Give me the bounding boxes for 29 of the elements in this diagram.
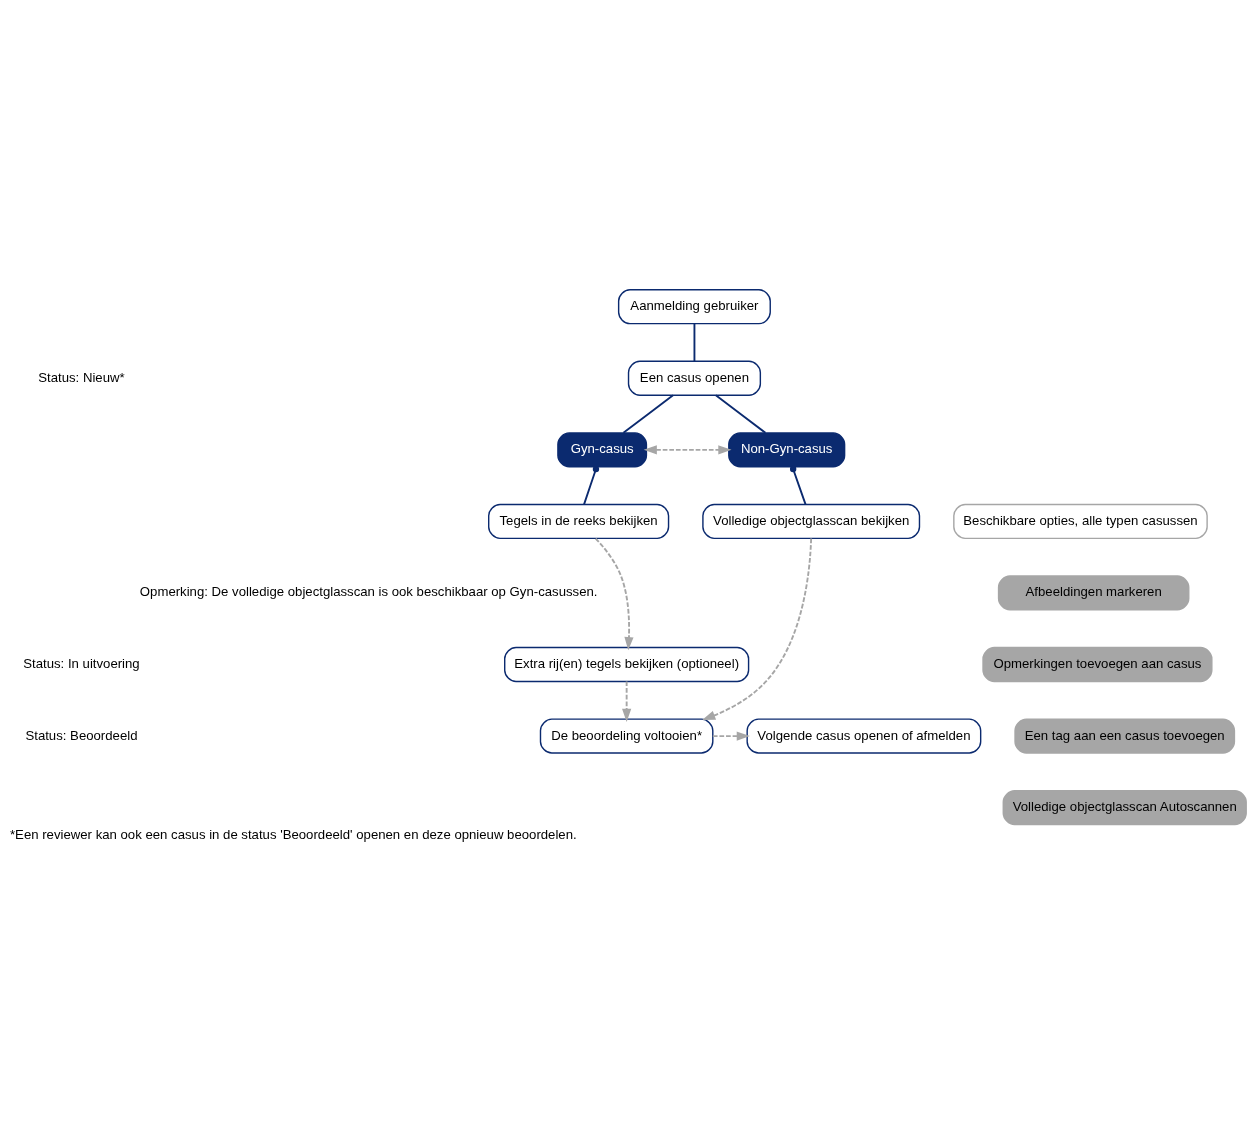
- arrow: [622, 680, 632, 722]
- label: Status: In uitvoering: [23, 655, 140, 671]
- node-box: Beschikbare opties, alle typen casussen: [953, 503, 1208, 539]
- caption: *Een reviewer kan ook een casus in de status 'Beoordeeld' openen en deze opnieuw beoordelen.: [9, 826, 577, 842]
- node-box: Extra rij(en) tegels bekijken (optioneel): [504, 646, 750, 682]
- node-box: Gyn-casus: [557, 431, 648, 467]
- arrow: [594, 537, 634, 650]
- node-box: Afbeeldingen markeren: [997, 574, 1190, 611]
- connector: [583, 465, 600, 505]
- arrow: [711, 730, 750, 741]
- connector: [693, 322, 696, 362]
- label: Status: Nieuw*: [38, 369, 125, 385]
- node-box: Een casus openen: [627, 360, 762, 396]
- node-box: Opmerkingen toevoegen aan casus: [982, 646, 1213, 682]
- node-box: Non-Gyn-casus: [728, 431, 846, 467]
- connector: [789, 465, 807, 505]
- node-box: Aanmelding gebruiker: [617, 288, 771, 324]
- label: Opmerking: De volledige objectglasscan is ook beschikbaar op Gyn-casussen.: [139, 583, 598, 599]
- label: Status: Beoordeeld: [25, 727, 138, 743]
- connector: [714, 393, 767, 434]
- node-box: Tegels in de reeks bekijken: [488, 503, 670, 539]
- arrow: [643, 444, 732, 454]
- node-box: De beoordeling voltooien*: [539, 717, 714, 754]
- node-box: Een tag aan een casus toevoegen: [1014, 717, 1236, 754]
- node-box: Volledige objectglasscan Autoscannen: [1002, 789, 1247, 825]
- node-box: Volledige objectglasscan bekijken: [702, 503, 921, 539]
- arrow: [702, 537, 813, 720]
- node-box: Volgende casus openen of afmelden: [746, 717, 982, 754]
- connector: [622, 393, 674, 434]
